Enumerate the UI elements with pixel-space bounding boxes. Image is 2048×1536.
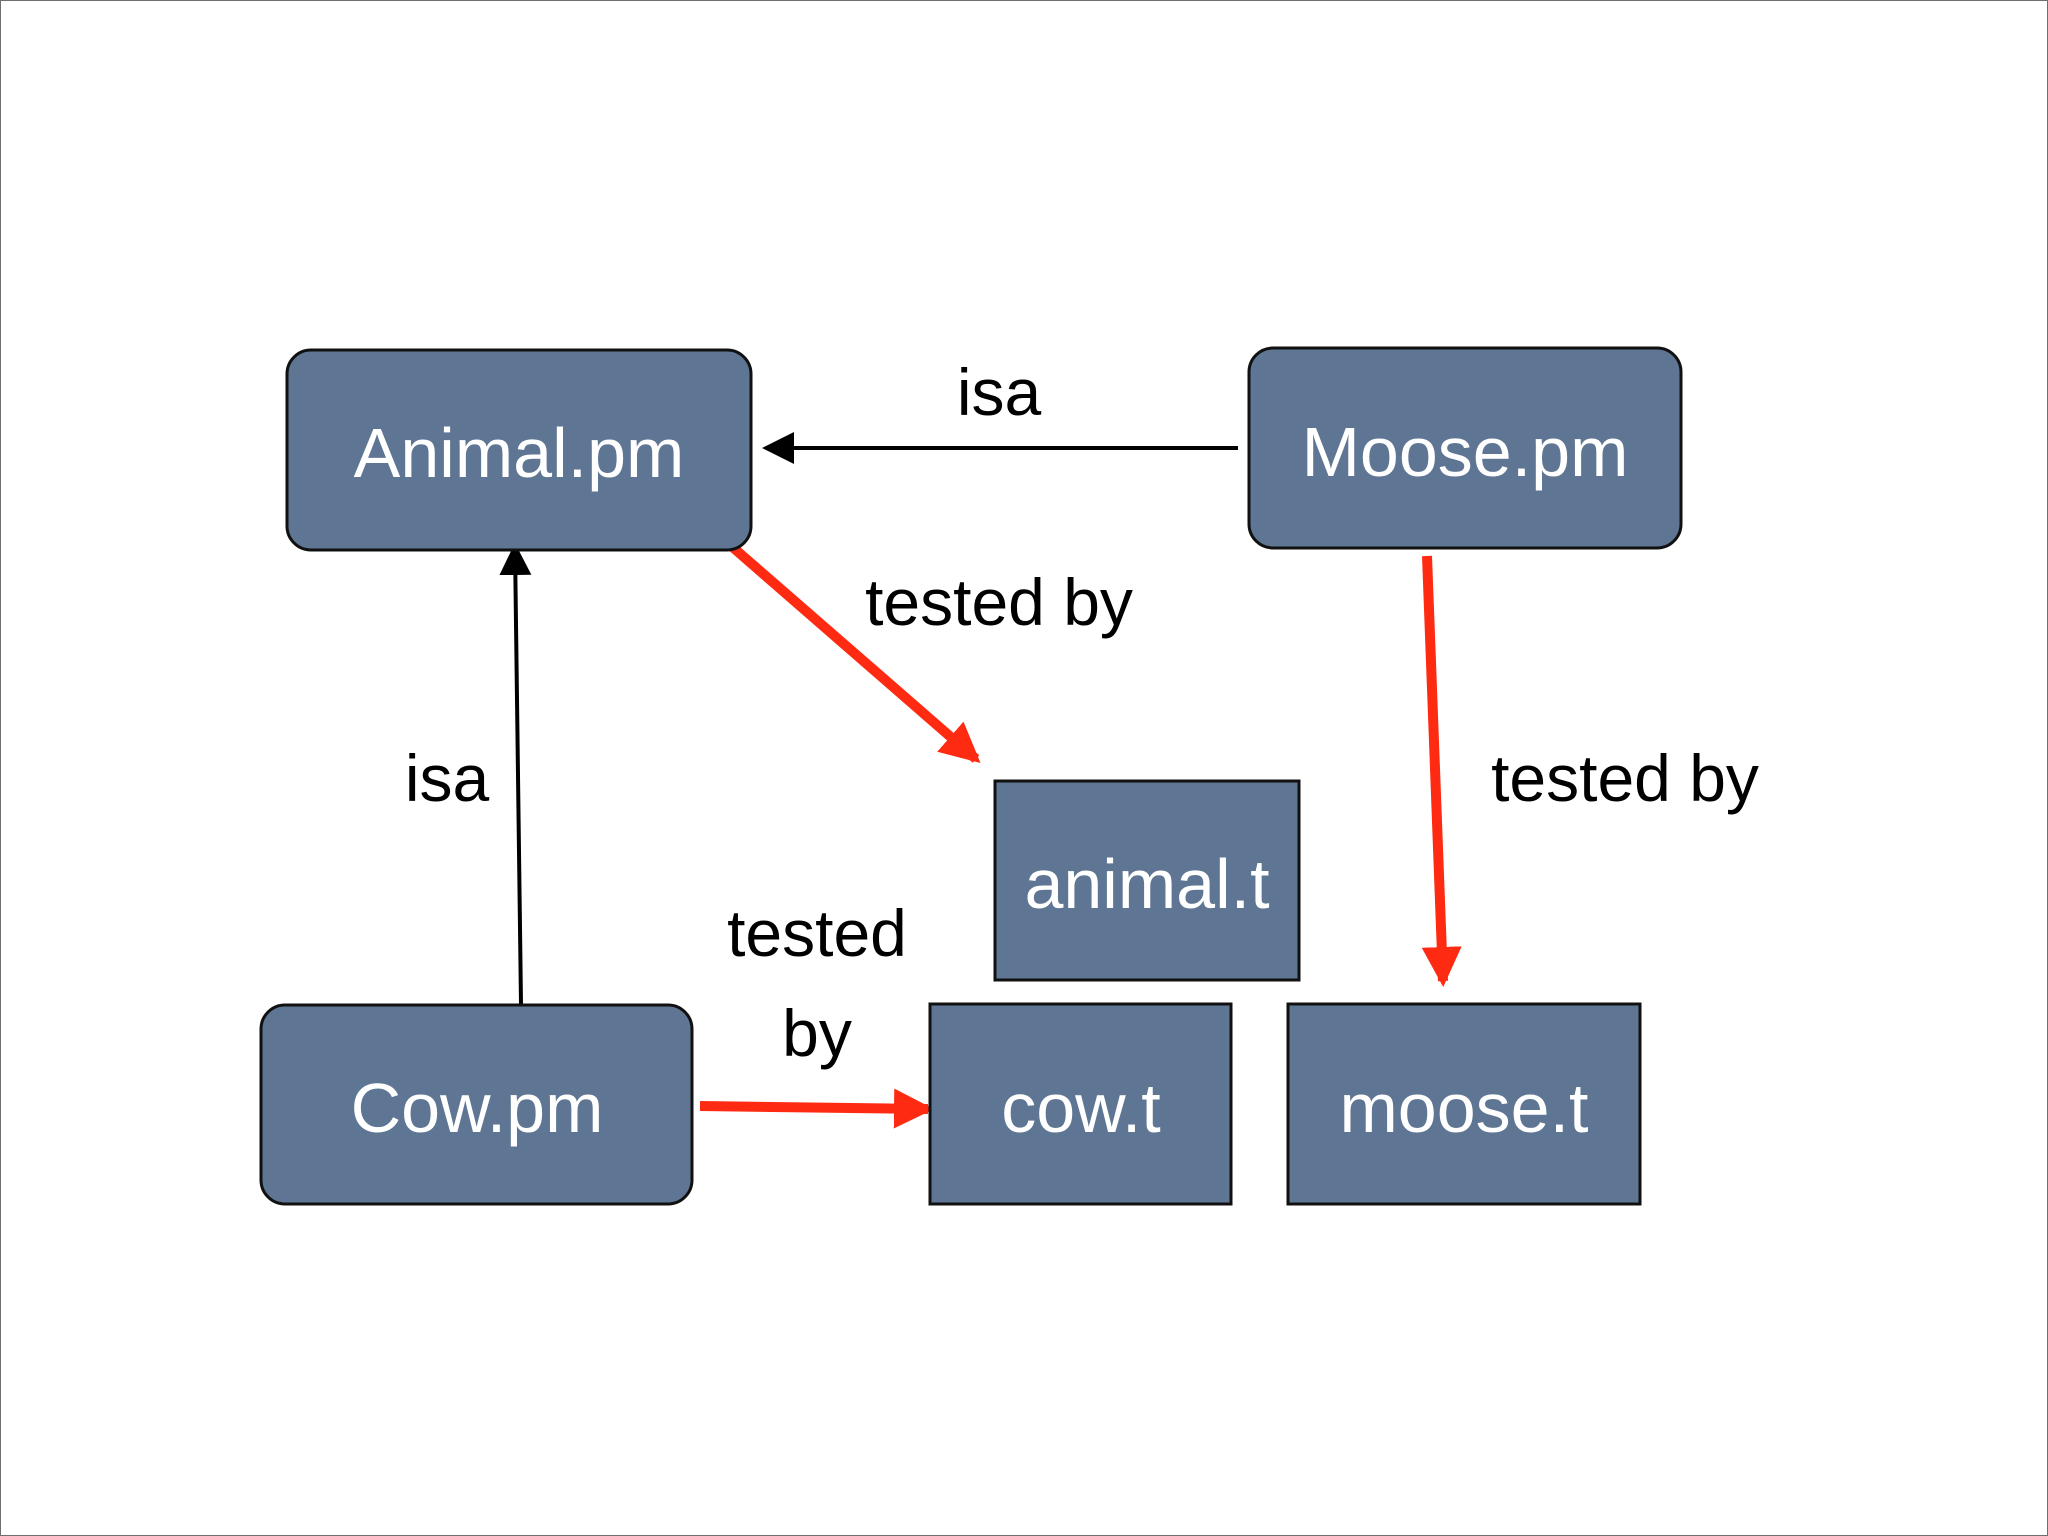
- cow-pm-node: Cow.pm: [259, 1003, 694, 1206]
- animal-pm-node: Animal.pm: [285, 348, 753, 552]
- cow-tested-by-label-line2: by: [782, 996, 852, 1070]
- cow-isa-animal-arrow: [499, 543, 532, 1005]
- moose-t-label: moose.t: [1340, 1069, 1589, 1147]
- moose-pm-node: Moose.pm: [1247, 346, 1683, 550]
- animal-t-label: animal.t: [1024, 845, 1269, 923]
- cow-tested-by-label-line1: tested: [727, 896, 907, 970]
- cow-tested-by-arrow: [699, 1088, 934, 1129]
- moose-tested-by-label: tested by: [1491, 741, 1759, 815]
- animal-tested-by-arrow: [725, 540, 981, 763]
- cow-t-node: cow.t: [928, 1002, 1233, 1206]
- moose-pm-label: Moose.pm: [1302, 413, 1629, 491]
- animal-tested-by-label: tested by: [865, 565, 1133, 639]
- cow-pm-label: Cow.pm: [351, 1069, 604, 1147]
- moose-tested-by-arrow: [1421, 555, 1462, 987]
- animal-pm-label: Animal.pm: [354, 414, 685, 492]
- moose-t-node: moose.t: [1286, 1002, 1642, 1206]
- animal-t-node: animal.t: [993, 779, 1301, 982]
- cow-t-label: cow.t: [1001, 1069, 1161, 1147]
- cow-isa-label: isa: [405, 741, 490, 815]
- moose-isa-label: isa: [957, 355, 1042, 429]
